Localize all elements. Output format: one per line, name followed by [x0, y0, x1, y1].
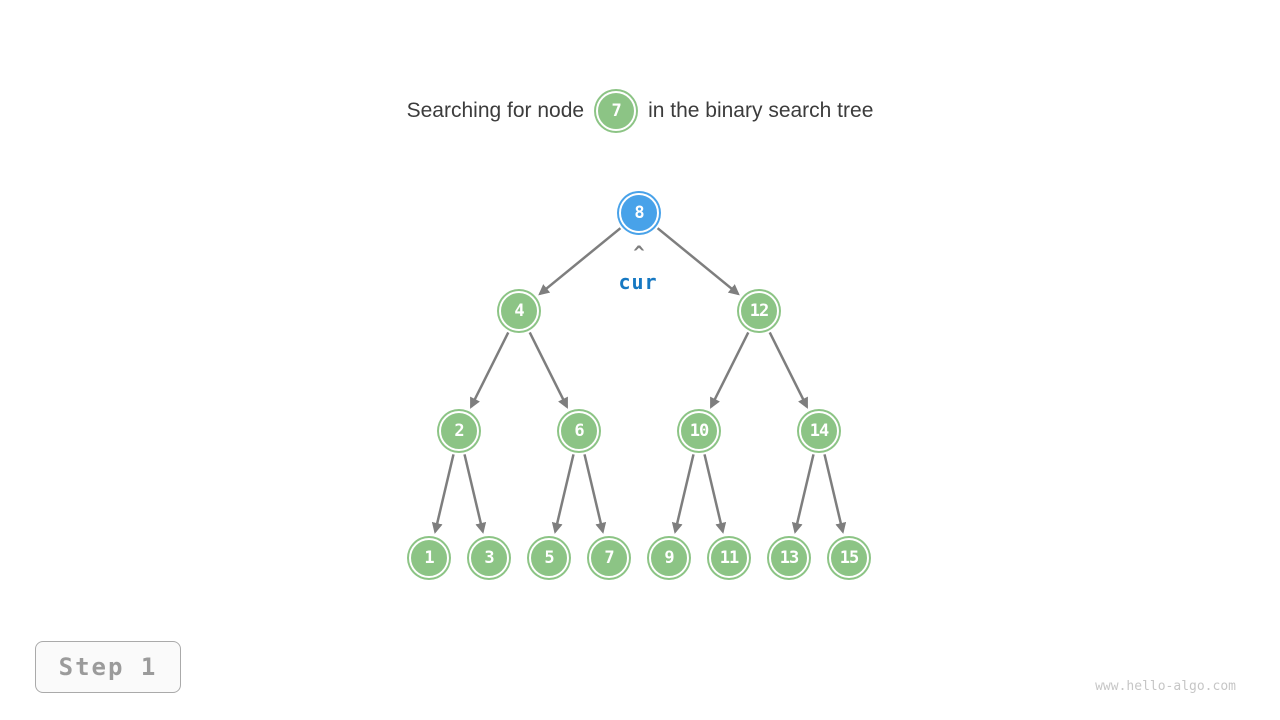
watermark-text: www.hello-algo.com	[1095, 679, 1236, 694]
tree-node-12: 12	[739, 291, 779, 331]
tree-edge-12-10	[709, 331, 750, 409]
tree-edge-10-9	[671, 454, 695, 534]
step-indicator: Step 1	[35, 641, 181, 693]
tree-node-11: 11	[709, 538, 749, 578]
title-suffix-text: in the binary search tree	[648, 99, 874, 122]
tree-edge-2-1	[431, 454, 455, 534]
tree-edge-12-14	[768, 331, 809, 409]
tree-node-5: 5	[529, 538, 569, 578]
tree-edge-10-11	[703, 454, 727, 534]
title-prefix-text: Searching for node	[406, 99, 585, 122]
tree-node-9: 9	[649, 538, 689, 578]
tree-edge-2-3	[463, 454, 487, 534]
tree-node-14: 14	[799, 411, 839, 451]
cur-pointer-caret-icon: ^	[633, 242, 645, 264]
tree-node-7: 7	[589, 538, 629, 578]
figure-title: Searching for node 7 in the binary searc…	[0, 89, 1280, 133]
tree-node-2: 2	[439, 411, 479, 451]
cur-pointer-label: cur	[618, 270, 658, 294]
tree-edge-4-2	[469, 331, 510, 409]
tree-node-6: 6	[559, 411, 599, 451]
tree-node-10: 10	[679, 411, 719, 451]
tree-edge-14-15	[823, 454, 847, 534]
tree-edge-6-7	[583, 454, 607, 534]
tree-node-4: 4	[499, 291, 539, 331]
tree-edge-8-12	[656, 227, 740, 296]
tree-edge-6-5	[551, 454, 575, 534]
tree-edge-4-6	[528, 331, 569, 409]
tree-edge-8-4	[538, 227, 622, 296]
tree-node-3: 3	[469, 538, 509, 578]
tree-node-15: 15	[829, 538, 869, 578]
tree-edge-14-13	[791, 454, 815, 534]
tree-node-13: 13	[769, 538, 809, 578]
step-indicator-label: Step 1	[58, 653, 158, 681]
target-node-badge: 7	[596, 91, 637, 131]
tree-node-8: 8	[619, 193, 659, 233]
tree-node-1: 1	[409, 538, 449, 578]
